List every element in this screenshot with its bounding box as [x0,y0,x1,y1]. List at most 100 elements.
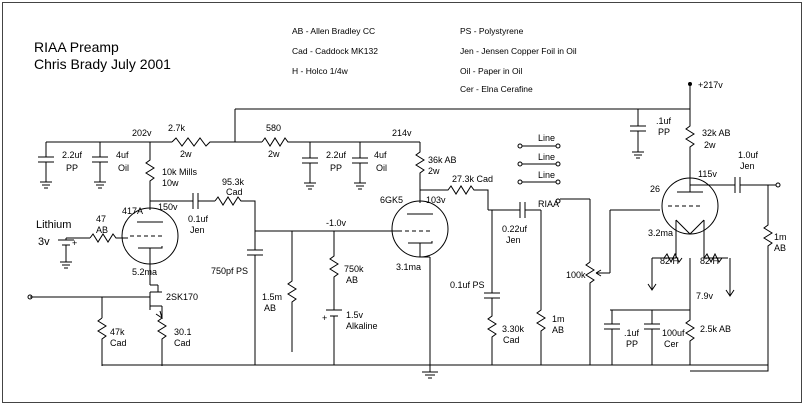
title-line1: RIAA Preamp [34,39,119,55]
svg-text:95.3k: 95.3k [222,177,245,187]
tube-26 [661,177,719,258]
svg-text:PP: PP [658,127,670,137]
svg-text:AB: AB [552,325,564,335]
svg-text:27.3k Cad: 27.3k Cad [452,174,493,184]
svg-text:750pf PS: 750pf PS [211,266,248,276]
resistor-95-3k [214,196,256,231]
legend-cer: Cer - Elna Cerafine [460,84,533,94]
svg-text:3.1ma: 3.1ma [396,262,421,272]
svg-text:AB: AB [96,225,108,235]
svg-text:6GK5: 6GK5 [380,195,403,205]
svg-text:0.1uf PS: 0.1uf PS [450,280,485,290]
svg-text:Cad: Cad [174,338,191,348]
svg-text:Alkaline: Alkaline [346,321,378,331]
input-selector-switch [517,143,591,262]
svg-text:30.1: 30.1 [174,327,192,337]
svg-text:2w: 2w [704,140,716,150]
cap-1-0uf-jen [690,177,781,193]
svg-text:RIAA: RIAA [538,199,559,209]
cap-2-2uf-pp-left [38,142,54,189]
svg-text:100uf: 100uf [662,328,685,338]
svg-text:10w: 10w [162,178,179,188]
svg-text:.1uf: .1uf [624,328,640,338]
jfet-2sk170 [30,284,163,320]
resistor-10k-mills [145,142,155,199]
resistor-2-7k [171,137,218,147]
supply-rail [46,82,692,143]
svg-text:1m: 1m [552,314,565,324]
resistor-82h-right [703,252,728,264]
svg-text:10k Mills: 10k Mills [162,167,198,177]
tube-417a [121,191,179,285]
cap-0-1uf-pp-cathode [604,310,620,365]
svg-text:3.30k: 3.30k [502,324,525,334]
svg-text:47: 47 [96,214,106,224]
svg-text:Jen: Jen [190,225,205,235]
svg-text:417A: 417A [122,206,143,216]
svg-text:Cer: Cer [664,339,679,349]
svg-text:36k AB: 36k AB [428,155,457,165]
resistor-2-5k [685,310,695,365]
resistor-1m-a [536,210,546,365]
legend-ps: PS - Polystyrene [460,26,524,36]
svg-text:82 H: 82 H [660,256,679,266]
cap-2-2uf-pp-mid [302,142,318,190]
svg-text:-1.0v: -1.0v [326,218,347,228]
legend-jen: Jen - Jensen Copper Foil in Oil [460,46,577,56]
svg-text:4uf: 4uf [116,150,129,160]
svg-text:3.2ma: 3.2ma [648,228,673,238]
svg-text:AB: AB [346,275,358,285]
svg-text:115v: 115v [698,169,717,179]
svg-text:2.2uf: 2.2uf [62,150,83,160]
svg-text:PP: PP [626,339,638,349]
tube-6gk5 [391,190,449,365]
svg-text:Oil: Oil [376,163,387,173]
label-202v: 202v [132,128,152,138]
resistor-47k [97,317,107,366]
svg-text:7.9v: 7.9v [696,291,714,301]
battery-lithium-3v [58,237,90,269]
svg-text:1m: 1m [774,232,787,242]
svg-text:32k AB: 32k AB [702,128,731,138]
cap-750pf-ps [247,231,263,365]
input-terminal [27,294,33,300]
svg-text:750k: 750k [344,264,364,274]
svg-text:82 H: 82 H [700,256,719,266]
svg-text:Jen: Jen [506,235,521,245]
svg-text:2w: 2w [268,149,280,159]
svg-text:1.5m: 1.5m [262,292,282,302]
svg-text:+: + [72,238,77,248]
cap-100uf-cer [644,310,660,365]
resistor-30-1 [157,317,167,366]
svg-text:AB: AB [774,243,786,253]
resistor-580 [261,137,290,147]
ground-symbol-main [422,365,438,379]
resistor-47 [89,233,128,243]
svg-text:2SK170: 2SK170 [166,292,198,302]
resistor-36k [415,142,425,201]
svg-text:PP: PP [330,163,342,173]
svg-text:580: 580 [266,123,281,133]
svg-text:Jen: Jen [740,161,755,171]
legend-ab: AB - Allen Bradley CC [292,26,375,36]
svg-text:5.2ma: 5.2ma [132,267,157,277]
cap-0-1uf-jen [150,193,215,209]
svg-text:Cad: Cad [110,338,127,348]
resistor-27-3k [420,185,489,210]
label-217v: +217v [698,80,723,90]
cap-0-1uf-ps [484,210,500,299]
resistor-1-5m [287,231,297,352]
svg-text:Cad: Cad [226,187,243,197]
legend-oil: Oil - Paper in Oil [460,66,522,76]
svg-text:Oil: Oil [118,163,129,173]
cap-4uf-oil-left [92,142,108,189]
svg-text:Cad: Cad [503,335,520,345]
svg-text:2.2uf: 2.2uf [326,150,347,160]
svg-text:Line: Line [538,152,555,162]
svg-text:2w: 2w [180,149,192,159]
resistor-750k [329,231,339,310]
svg-text:103v: 103v [426,195,446,205]
